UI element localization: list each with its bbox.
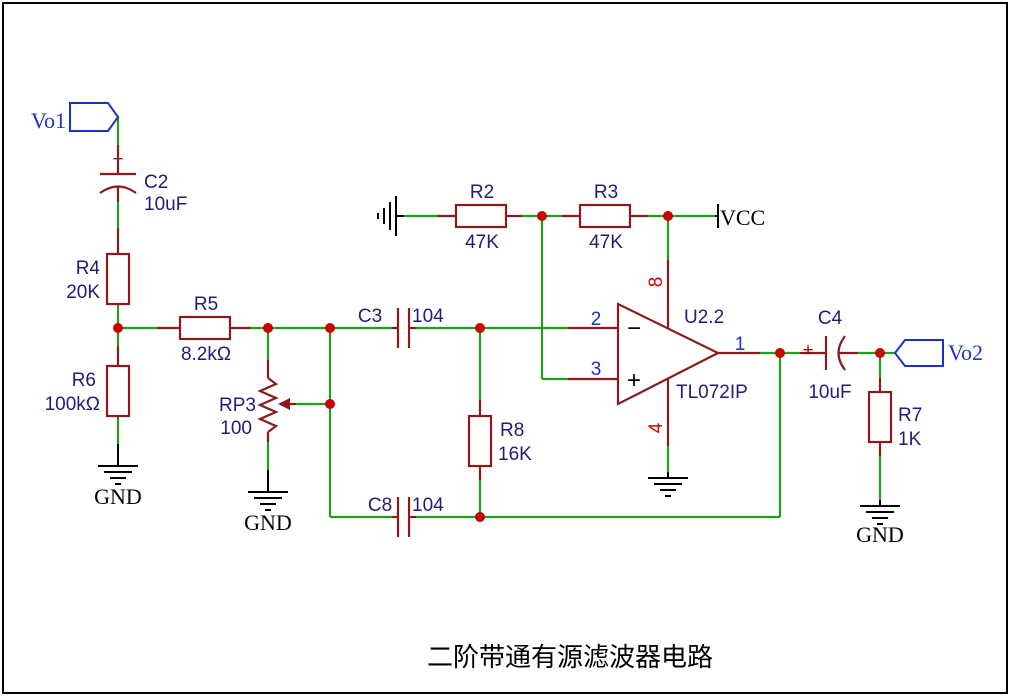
r6-ref: R6 <box>72 370 96 391</box>
ground-symbol-rp3: GND <box>244 470 292 535</box>
opamp-ref: U2.2 <box>684 307 724 328</box>
opamp-u2: − + 2 3 1 8 4 U2.2 TL072IP <box>568 260 760 446</box>
r5-value: 8.2kΩ <box>181 344 231 365</box>
ground-symbol-r6: GND <box>94 444 142 509</box>
c2-polarity: + <box>112 149 123 170</box>
r8-ref: R8 <box>500 420 524 441</box>
rp3-ref: RP3 <box>219 395 256 416</box>
junction-dot <box>775 348 785 358</box>
capacitor-c8: C8 104 <box>368 495 444 537</box>
c8-value: 104 <box>412 495 444 516</box>
c2-ref: C2 <box>144 172 168 193</box>
junction-dot <box>475 512 485 522</box>
opamp-pin-8: 8 <box>646 277 667 288</box>
port-vo2-label: Vo2 <box>948 340 983 365</box>
capacitor-c4: + C4 10uF <box>800 308 858 403</box>
resistor-r7: R7 1K <box>867 378 922 456</box>
port-vo1-label: Vo1 <box>31 108 66 133</box>
c4-ref: C4 <box>818 308 843 329</box>
r4-ref: R4 <box>76 258 101 279</box>
junction-dot <box>325 399 335 409</box>
ground-symbol-r7: GND <box>856 500 904 547</box>
resistor-r4: R4 20K <box>66 228 131 306</box>
resistor-r3: R3 47K <box>562 182 648 253</box>
capacitor-c2: + C2 10uF <box>99 145 187 215</box>
opamp-plus-sign: + <box>627 367 641 394</box>
resistor-r2: R2 47K <box>438 182 522 253</box>
r8-value: 16K <box>498 444 532 465</box>
resistor-r6: R6 100kΩ <box>45 346 131 418</box>
r3-ref: R3 <box>594 182 618 203</box>
junction-dot <box>875 348 885 358</box>
junction-dot <box>113 323 123 333</box>
opamp-minus-sign: − <box>627 315 641 342</box>
c3-value: 104 <box>412 306 444 327</box>
opamp-pin-1: 1 <box>735 334 746 355</box>
gnd-label-2: GND <box>244 510 292 535</box>
opamp-pin-2: 2 <box>591 309 602 330</box>
port-vo2: Vo2 <box>893 339 983 367</box>
r7-value: 1K <box>898 429 922 450</box>
r5-ref: R5 <box>194 294 218 315</box>
c8-ref: C8 <box>368 495 392 516</box>
gnd-label-1: GND <box>94 484 142 509</box>
r6-value: 100kΩ <box>45 394 100 415</box>
gnd-label-3: GND <box>856 522 904 547</box>
ground-symbol-r2 <box>377 196 404 236</box>
c2-value: 10uF <box>144 194 187 215</box>
c4-value: 10uF <box>808 382 851 403</box>
r2-ref: R2 <box>470 182 494 203</box>
r7-ref: R7 <box>898 405 922 426</box>
vcc-label: VCC <box>720 205 765 230</box>
diagram-title: 二阶带通有源滤波器电路 <box>427 643 713 673</box>
opamp-value: TL072IP <box>676 382 748 403</box>
opamp-pin-4: 4 <box>646 422 667 433</box>
resistor-r5: R5 8.2kΩ <box>158 294 250 365</box>
opamp-pin-3: 3 <box>591 359 602 380</box>
capacitor-c3: C3 104 <box>358 306 444 348</box>
r2-value: 47K <box>465 232 499 253</box>
junctions <box>113 211 885 522</box>
c3-ref: C3 <box>358 306 382 327</box>
vcc-symbol: VCC <box>715 204 765 230</box>
rp3-value: 100 <box>220 418 252 439</box>
c4-polarity: + <box>802 340 813 361</box>
potentiometer-rp3: RP3 100 <box>219 360 296 442</box>
r4-value: 20K <box>66 282 100 303</box>
port-vo1: Vo1 <box>31 102 120 133</box>
r3-value: 47K <box>589 232 623 253</box>
ground-symbol-opamp <box>648 472 688 497</box>
junction-dot <box>663 211 673 221</box>
resistor-r8: R8 16K <box>467 400 532 480</box>
junction-dot <box>325 323 335 333</box>
junction-dot <box>475 323 485 333</box>
junction-dot <box>537 211 547 221</box>
junction-dot <box>263 323 273 333</box>
